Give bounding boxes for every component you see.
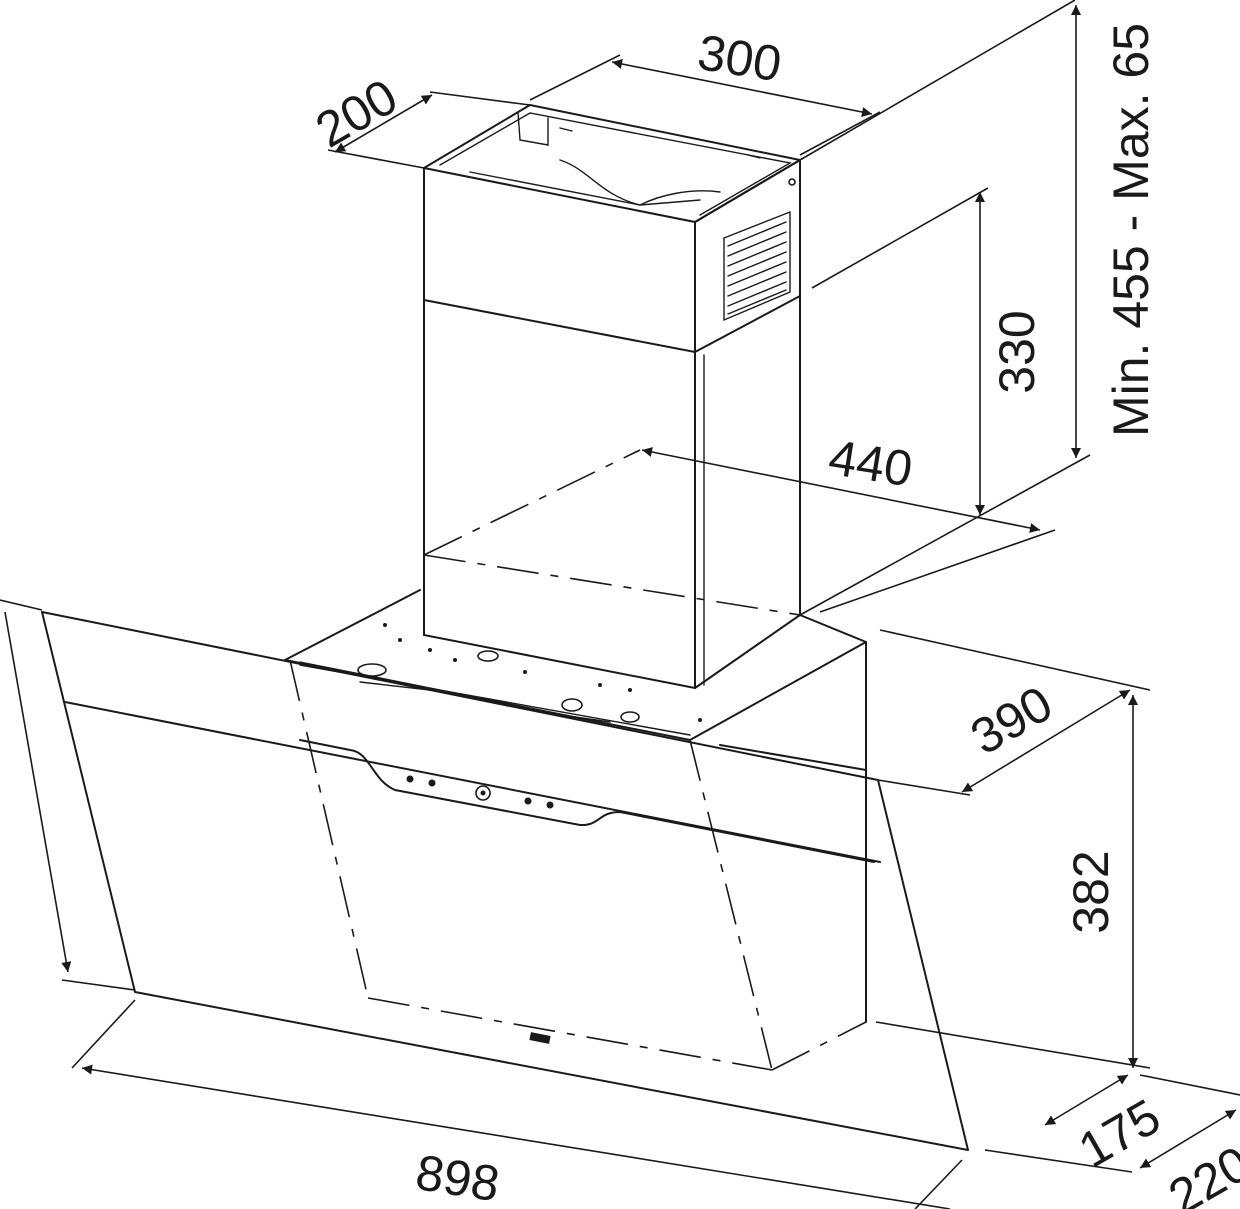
label-hood-depth: 390	[961, 675, 1061, 765]
label-chimney-total-height: Min. 455 - Max. 65	[1103, 23, 1159, 437]
label-left-height: 420	[0, 758, 9, 841]
label-hood-width: 898	[412, 1144, 503, 1209]
brand-logo	[529, 1032, 551, 1044]
label-total-depth: 220	[1159, 1135, 1240, 1209]
hood-body	[284, 589, 867, 1023]
vent-grille	[723, 210, 791, 322]
hidden-lines	[289, 449, 867, 1071]
label-chimney-spacing: 440	[825, 429, 916, 497]
chimney-lower-section	[423, 295, 801, 689]
label-chimney-depth: 200	[306, 68, 406, 158]
chimney-upper-section	[423, 104, 801, 353]
label-upper-chimney-height: 330	[989, 310, 1045, 393]
label-chimney-width: 300	[694, 24, 785, 92]
glass-panel	[41, 611, 969, 1151]
control-buttons	[406, 775, 554, 809]
label-glass-height: 382	[1063, 850, 1119, 933]
